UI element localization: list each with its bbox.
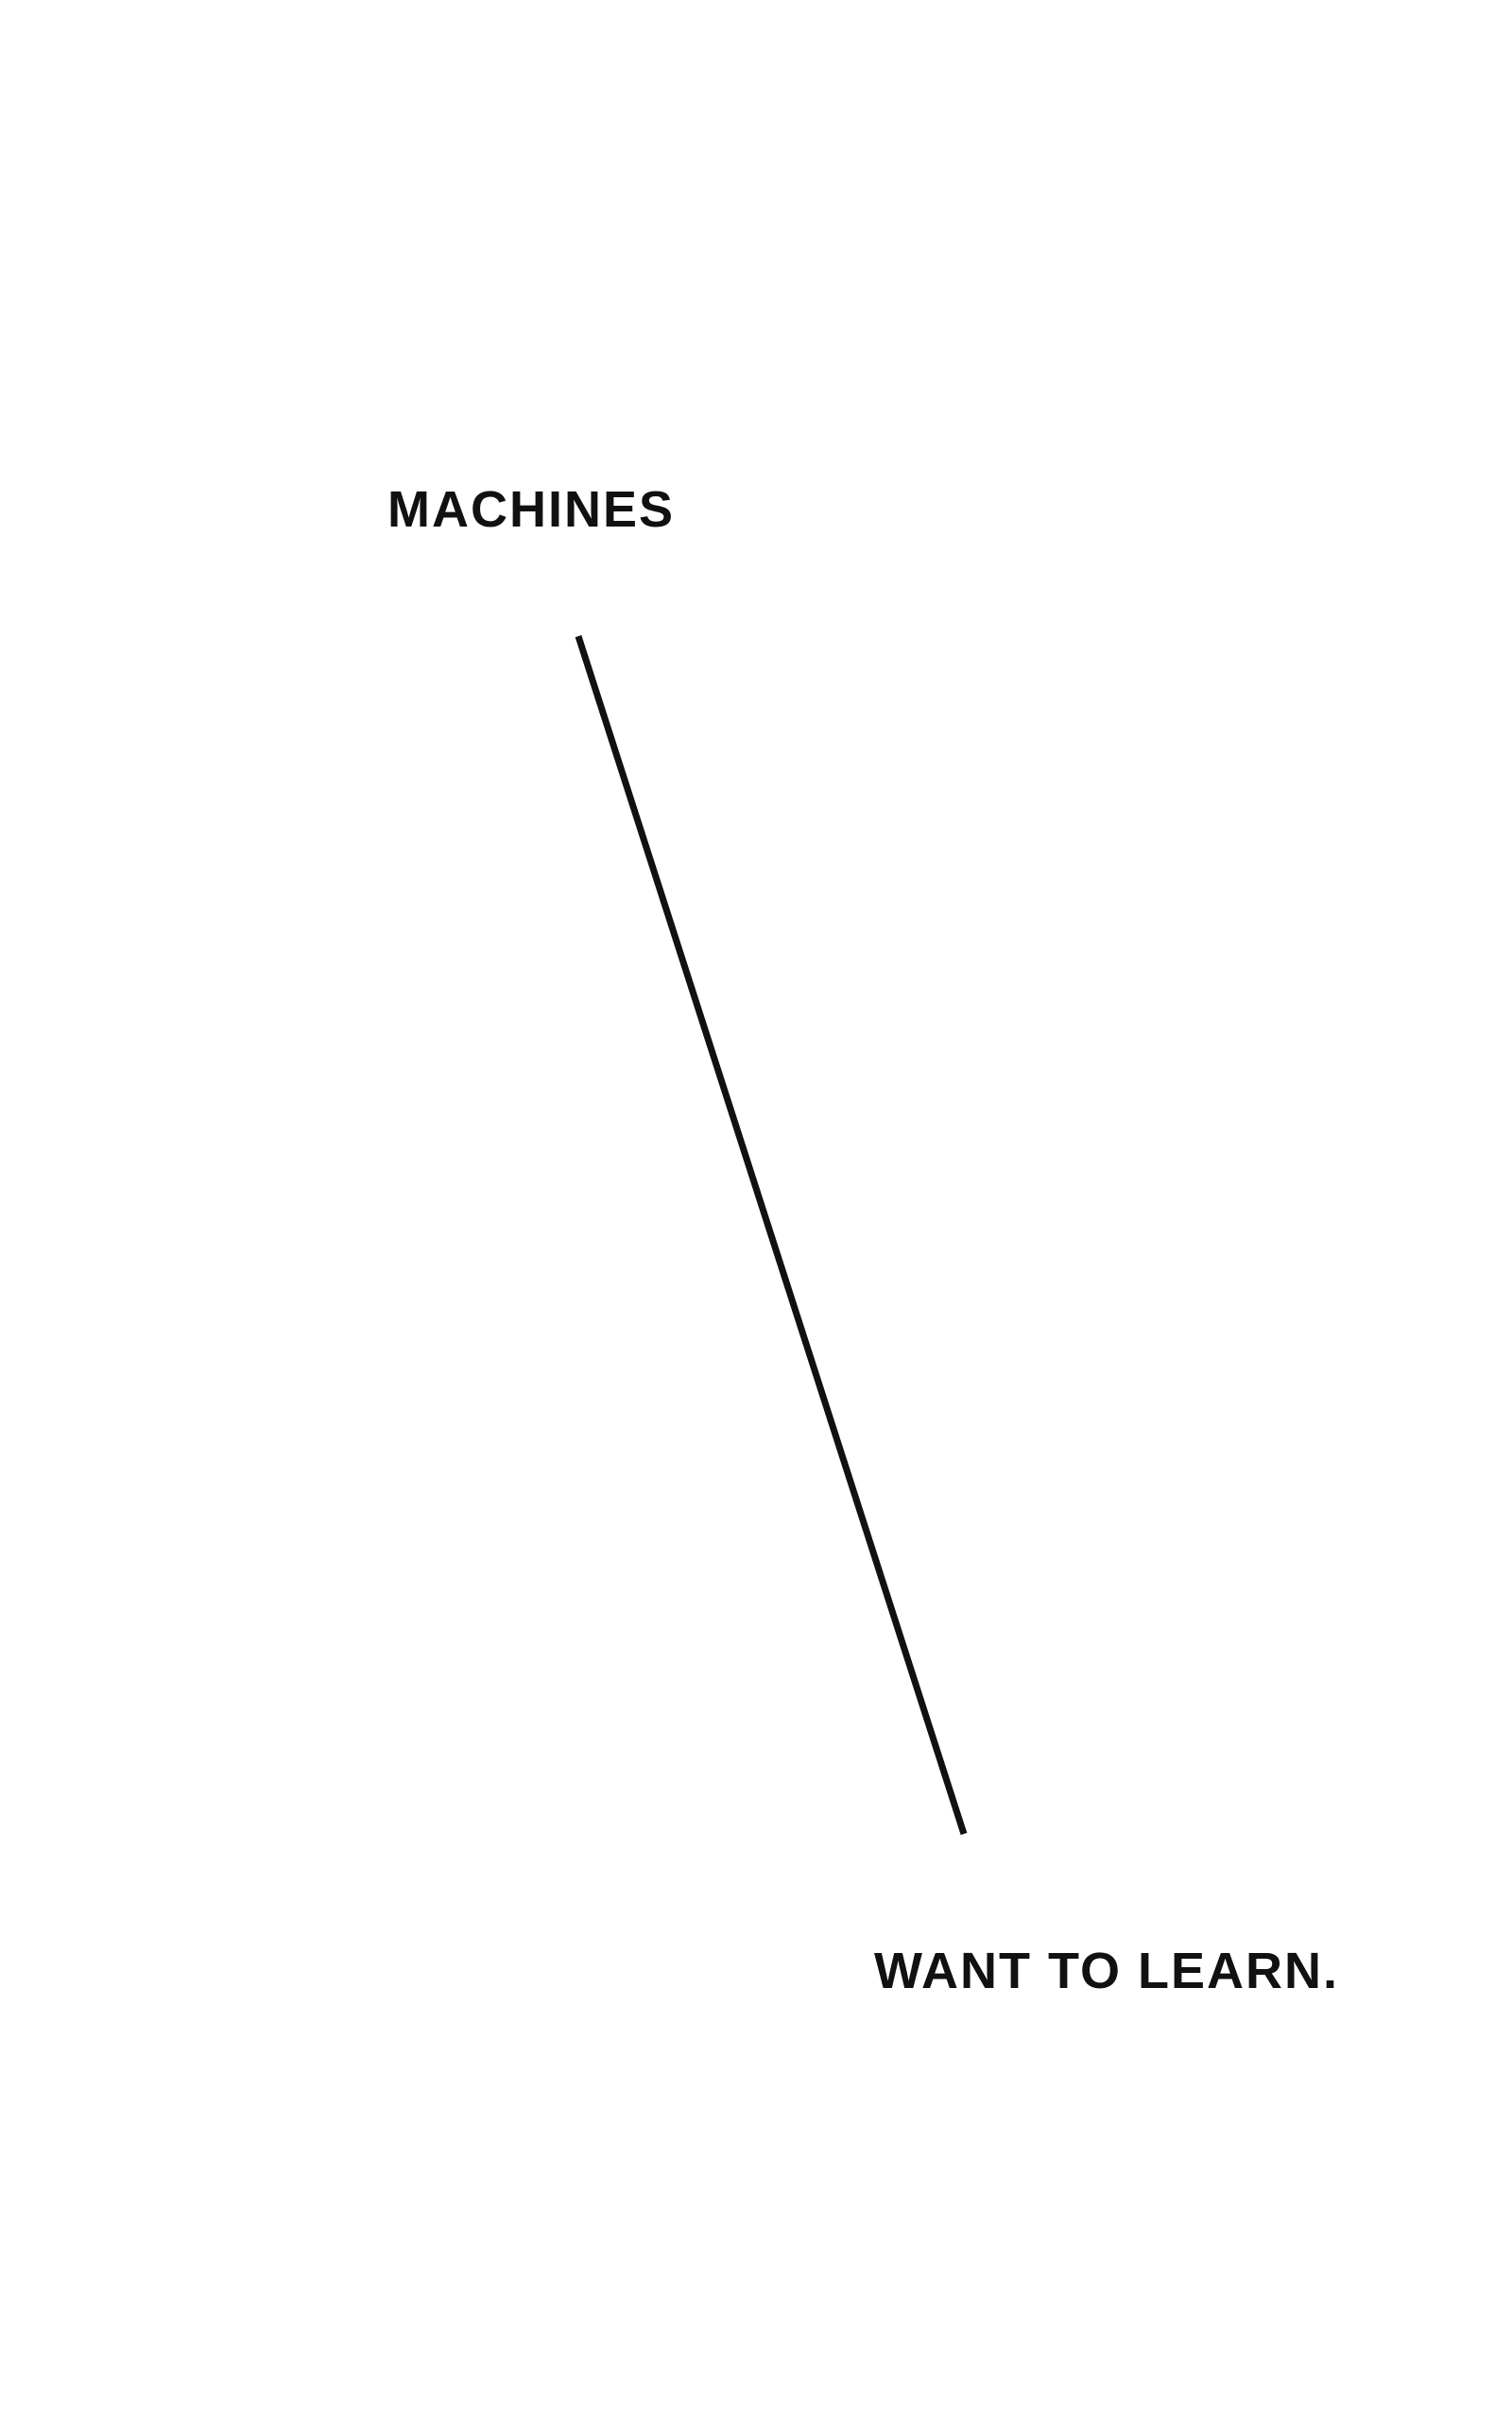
caption-want-to-learn: WANT TO LEARN.	[874, 1943, 1339, 1999]
caption-machines: MACHINES	[387, 481, 676, 538]
connector-stroke	[575, 634, 968, 1836]
